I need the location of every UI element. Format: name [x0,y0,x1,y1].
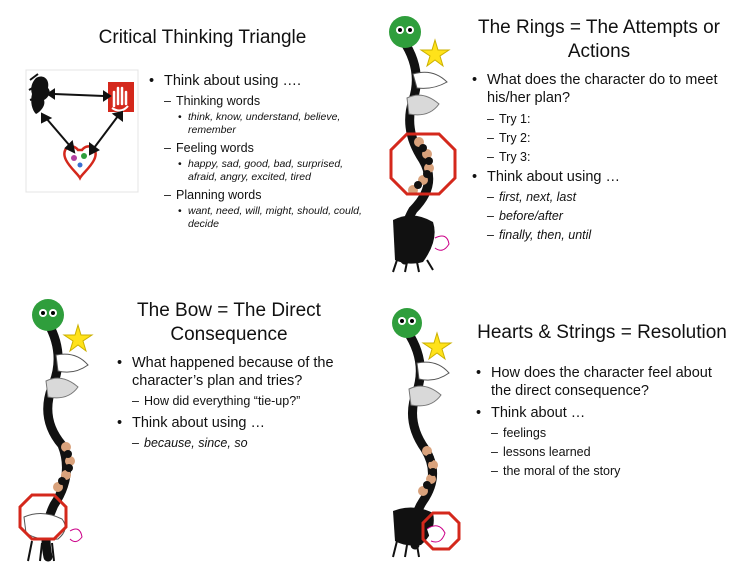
critical-thinking-triangle-illustration [25,69,139,193]
detail-feeling-words: happy, sad, good, bad, surprised, afraid… [176,158,364,184]
bullet-what-does-character-do: What does the character do to meet his/h… [469,71,731,166]
sub-try-2: Try 2: [487,130,731,147]
star-icon [62,323,94,353]
title-line: Actions [567,41,631,62]
sub-try-1: Try 1: [487,111,731,128]
sub-moral-of-story: the moral of the story [491,463,733,480]
bullet-think-about-using: Think about using … because, since, so [114,414,364,452]
slide-title: Hearts & Strings = Resolution [477,322,727,343]
title-line: The Rings = The Attempts or [477,17,721,38]
slide-the-bow: The Bow = The Direct Consequence What ha… [0,283,369,566]
sub-words-before-after: before/after [487,208,731,225]
sub-feelings: feelings [491,425,733,442]
green-pom-icon [392,308,422,338]
sub-words-finally-then-until: finally, then, until [487,227,731,244]
sub-lessons-learned: lessons learned [491,444,733,461]
bullet-think-about-using: Think about using … first, next, last be… [469,168,731,244]
detail-thinking-words: think, know, understand, believe, rememb… [176,111,364,137]
sub-text: Feeling words [176,141,254,155]
detail-planning-words: want, need, will, might, should, could, … [176,205,364,231]
sub-planning-words: Planning words want, need, will, might, … [164,187,364,231]
slide-title: The Rings = The Attempts or Actions [461,16,737,64]
slide-the-rings: The Rings = The Attempts or Actions What… [369,0,738,283]
bullet-think-about: Think about using …. Thinking words thin… [146,72,364,231]
sub-try-3: Try 3: [487,149,731,166]
bullet-what-happened: What happened because of the character’s… [114,354,364,410]
thinking-head-icon [28,73,50,114]
red-octagon-highlight [389,132,457,196]
double-arrow-icon [41,88,123,156]
sub-words-because-since-so: because, since, so [132,435,364,452]
bullet-text: Think about using …. [164,73,302,89]
slide-hearts-and-strings: Hearts & Strings = Resolution How does t… [369,283,738,566]
sub-feeling-words: Feeling words happy, sad, good, bad, sur… [164,140,364,184]
green-pom-icon [389,16,421,48]
bullet-how-does-character-feel: How does the character feel about the di… [473,364,733,400]
bullet-text: Think about using … [132,415,265,431]
title-line: The Bow = The Direct [137,300,321,321]
bullet-text: What happened because of the character’s… [132,355,334,389]
slide-critical-thinking-triangle: Critical Thinking Triangle [0,0,369,283]
sub-text: Thinking words [176,94,261,108]
bullet-text: What does the character do to meet his/h… [487,72,718,106]
sub-text: Planning words [176,188,262,202]
slide-title: Critical Thinking Triangle [98,27,307,48]
slide-title: The Bow = The Direct Consequence [110,299,348,347]
star-icon [419,38,451,68]
star-icon [421,331,453,361]
bullet-think-about: Think about … feelings lessons learned t… [473,404,733,480]
story-stick-illustration [392,308,461,558]
bullet-text: Think about … [491,405,586,421]
red-octagon-highlight [18,493,68,541]
title-line: Consequence [170,324,288,345]
stop-hand-icon [108,82,134,112]
sub-tie-up: How did everything “tie-up?” [132,393,364,410]
story-stick-illustration [18,299,94,562]
bullet-text: Think about using … [487,169,620,185]
sub-words-first-next-last: first, next, last [487,189,731,206]
red-octagon-highlight [421,511,461,551]
bullet-text: How does the character feel about the di… [491,365,712,399]
sub-thinking-words: Thinking words think, know, understand, … [164,93,364,137]
story-stick-illustration [389,16,457,273]
green-pom-icon [32,299,64,331]
